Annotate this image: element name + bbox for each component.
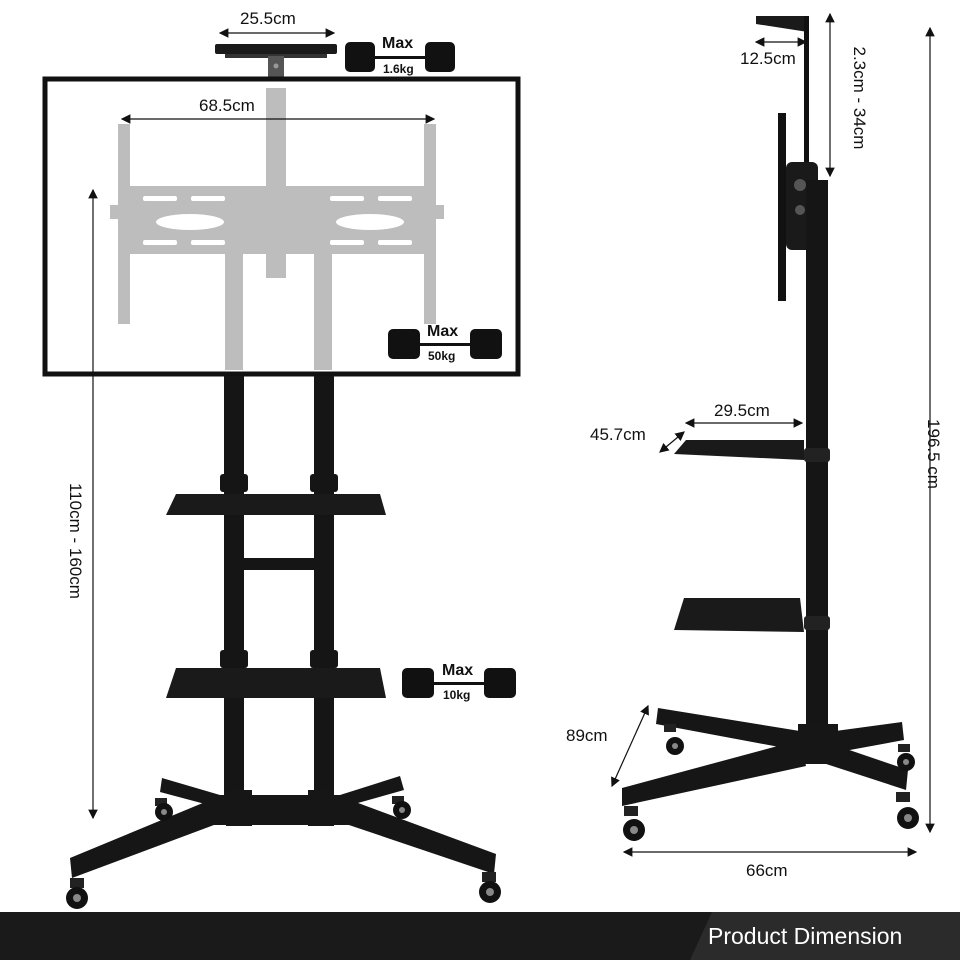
- side-shelf-lower: [674, 598, 804, 632]
- weight-max-label-top: Max: [382, 35, 414, 52]
- top-plate-height-label: 2.3cm - 34cm: [850, 46, 869, 150]
- shelf-width-label: 29.5cm: [714, 401, 770, 420]
- top-plate-width-label: 25.5cm: [240, 9, 296, 28]
- footer-tab: [690, 912, 960, 960]
- bracket-width-label: 68.5cm: [199, 96, 255, 115]
- side-wheels: [623, 724, 919, 841]
- front-shelf-lower: [166, 668, 386, 698]
- front-poles: [220, 376, 338, 796]
- shelf-depth-line: [659, 431, 685, 453]
- side-base: [622, 708, 908, 806]
- weight-value-top: 1.6kg: [383, 62, 414, 76]
- weight-max-label-shelf: Max: [442, 662, 474, 679]
- height-range-label: 110cm - 160cm: [66, 483, 85, 599]
- front-shelf-upper: [166, 494, 386, 515]
- top-plate-depth-label: 12.5cm: [740, 49, 796, 68]
- side-pole: [806, 180, 828, 760]
- weight-max-label-tv: Max: [427, 323, 459, 340]
- side-tv-mount: [778, 113, 786, 301]
- dumbbell-icon-top: [345, 42, 455, 72]
- shelf-depth-label: 45.7cm: [590, 425, 646, 444]
- dumbbell-icon-shelf: [402, 668, 516, 698]
- top-plate: [215, 44, 337, 78]
- front-view: [42, 28, 521, 909]
- dumbbell-icon-tv: [388, 329, 502, 359]
- weight-value-tv: 50kg: [428, 349, 456, 363]
- bracket-slots: [143, 196, 412, 245]
- front-wheels: [66, 796, 501, 909]
- base-depth-label: 89cm: [566, 726, 608, 745]
- weight-value-shelf: 10kg: [443, 688, 471, 702]
- base-depth-line: [611, 704, 649, 788]
- footer-title: Product Dimension: [708, 923, 903, 949]
- side-view: [611, 12, 935, 857]
- side-shelf-upper: [674, 440, 804, 460]
- base-width-label: 66cm: [746, 861, 788, 880]
- side-top-plate: [756, 16, 808, 32]
- total-height-label: 196.5 cm: [924, 419, 943, 489]
- front-base: [70, 776, 496, 878]
